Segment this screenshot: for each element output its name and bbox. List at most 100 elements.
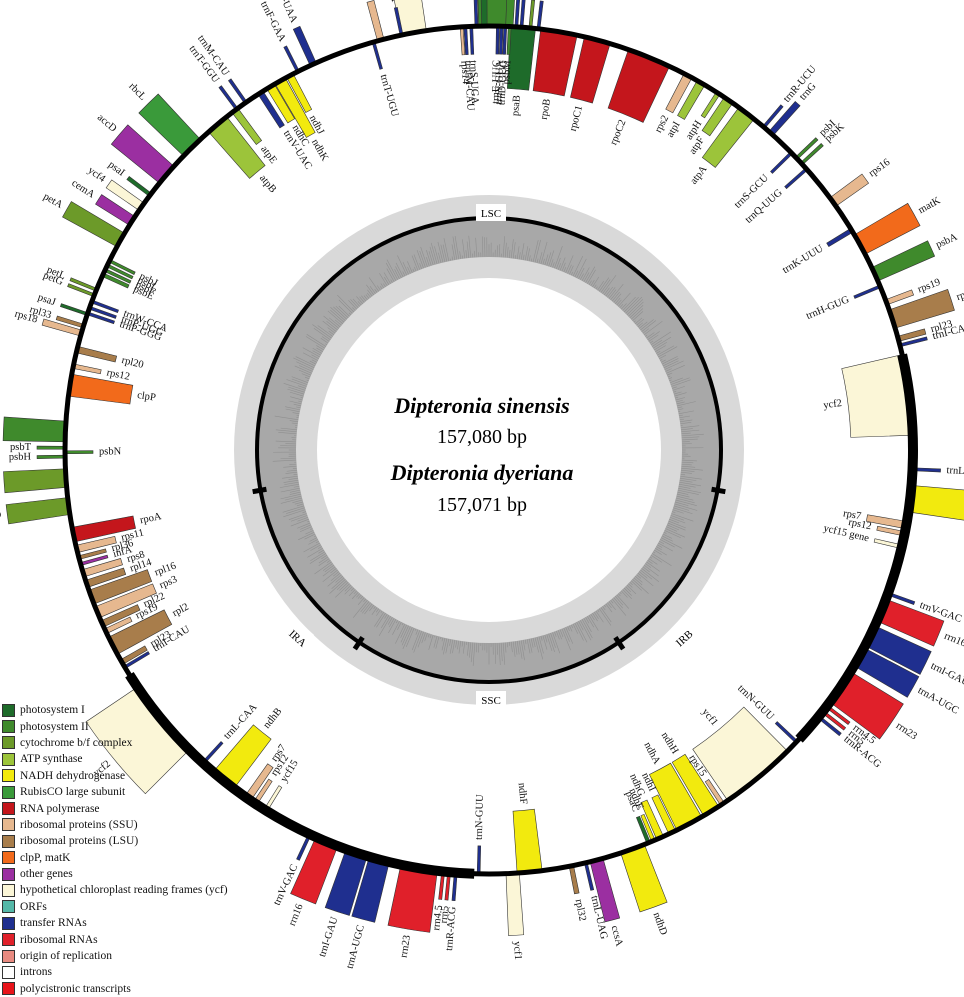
gene-label-rpl2: rpl2 <box>955 287 964 303</box>
legend-item-photosystem-i: photosystem I <box>2 702 302 718</box>
gene-trns-uga <box>470 26 474 54</box>
gene-rpob <box>533 29 577 96</box>
gene-label-trni-gau: trnI-GAU <box>317 915 341 958</box>
legend-item-origin-of-replication: origin of replication <box>2 948 302 964</box>
legend-item-nadh-dehydrogenase: NADH dehydrogenase <box>2 768 302 784</box>
gene-label-rrn23: rrn23 <box>399 934 414 958</box>
gene-label-rrn23: rrn23 <box>894 720 919 742</box>
ssc-label: SSC <box>481 695 501 707</box>
gene-rps16 <box>830 174 869 206</box>
legend-item-hypothetical-chloroplast-reading-frames-ycf: hypothetical chloroplast reading frames … <box>2 882 302 898</box>
center-disc <box>317 278 661 622</box>
legend-item-rubisco-large-subunit: RubisCO large subunit <box>2 784 302 800</box>
legend-item-polycistronic-transcripts: polycistronic transcripts <box>2 981 302 997</box>
gene-label-ndhk: ndhK <box>309 137 330 163</box>
gene-label-accd: accD <box>95 112 119 135</box>
legend-label: NADH dehydrogenase <box>20 770 125 782</box>
gene-trnf-gaa <box>284 46 299 72</box>
gene-label-rps16: rps16 <box>867 157 892 180</box>
legend-item-clpp-matk: clpP, matK <box>2 850 302 866</box>
gene-trny-gua <box>499 26 503 54</box>
legend-item-transfer-rnas: transfer RNAs <box>2 915 302 931</box>
legend-swatch <box>2 900 15 913</box>
gene-label-psbh: psbH <box>9 452 32 463</box>
gene-rpl20 <box>76 346 116 362</box>
legend: photosystem I photosystem II cytochrome b/… <box>2 702 302 997</box>
legend-item-cytochrome-b-f-complex: cytochrome b/f complex <box>2 735 302 751</box>
gene-psbc <box>487 0 508 26</box>
gene-petd <box>6 498 70 524</box>
legend-label: transfer RNAs <box>20 917 87 929</box>
gene-label-matk: matK <box>917 195 943 216</box>
gene-label-rpl32: rpl32 <box>573 898 588 922</box>
gene-ndhf <box>513 809 542 873</box>
legend-swatch <box>2 982 15 995</box>
gene-rps4 <box>367 0 384 40</box>
gene-label-psbn: psbN <box>99 446 122 457</box>
gene-label-rps7: rps7 <box>842 508 862 522</box>
gene-label-trnh-gug: trnH-GUG <box>805 294 852 322</box>
gene-psbb <box>3 417 66 442</box>
gene-label-rpob: rpoB <box>539 98 553 121</box>
gene-label-ycf4: ycf4 <box>86 165 108 185</box>
gene-trng-ucc <box>474 0 478 26</box>
legend-swatch <box>2 753 15 766</box>
gene-rps7 <box>866 515 907 529</box>
legend-item-introns: introns <box>2 964 302 980</box>
gene-trnc-gca <box>537 1 543 29</box>
gene-psaj <box>60 304 88 316</box>
gene-label-ycf1: ycf1 <box>699 707 719 728</box>
legend-label: hypothetical chloroplast reading frames … <box>20 884 228 896</box>
legend-label: cytochrome b/f complex <box>20 737 132 749</box>
gene-label-rpoc1: rpoC1 <box>568 104 585 132</box>
gene-label-rpoa: rpoA <box>139 511 163 526</box>
gene-label-trni-gau: trnI-GAU <box>929 661 964 689</box>
legend-item-other-genes: other genes <box>2 866 302 882</box>
legend-label: photosystem II <box>20 721 89 733</box>
legend-label: photosystem I <box>20 704 85 716</box>
species-1-name: Dipteronia sinensis <box>393 393 569 418</box>
legend-label: ORFs <box>20 901 47 913</box>
gene-label-rbcl: rbcL <box>126 81 148 103</box>
legend-swatch <box>2 868 15 881</box>
species-1-length: 157,080 bp <box>437 426 527 448</box>
gene-ndhd <box>621 844 667 911</box>
gene-rpl32 <box>569 865 579 893</box>
legend-swatch <box>2 933 15 946</box>
gene-label-psab: psaB <box>510 95 523 117</box>
gene-label-psai: psaI <box>106 159 127 179</box>
legend-swatch <box>2 950 15 963</box>
gene-trnk-uuu <box>827 228 853 246</box>
gene-matk <box>854 203 920 254</box>
legend-item-rna-polymerase: RNA polymerase <box>2 800 302 816</box>
gene-label-atpb: atpB <box>257 173 278 195</box>
gene-label-psba: psbA <box>934 232 959 251</box>
gene-label-cema: cemA <box>69 178 96 201</box>
region-boundary-tick <box>712 489 726 491</box>
gene-label-rpoc2: rpoC2 <box>608 118 628 146</box>
legend-swatch <box>2 835 15 848</box>
gene-trnd-guc <box>503 26 507 54</box>
legend-swatch <box>2 802 15 815</box>
species-2-length: 157,071 bp <box>437 494 527 516</box>
legend-label: ATP synthase <box>20 753 83 765</box>
legend-swatch <box>2 704 15 717</box>
gene-rpoc1 <box>570 37 610 103</box>
gene-label-ycf2: ycf2 <box>823 398 843 411</box>
gene-label-ndhh: ndhH <box>659 730 681 756</box>
gene-label-trnl-caa: trnL-CAA <box>946 465 964 478</box>
legend-label: introns <box>20 966 52 978</box>
legend-label: RubisCO large subunit <box>20 786 125 798</box>
gene-label-petd: petD <box>0 509 2 523</box>
gc-content-ring <box>234 195 744 705</box>
legend-swatch <box>2 884 15 897</box>
gene-trnt-ugu <box>372 42 382 70</box>
gene-label-trnr-acg: trnR-ACG <box>444 906 458 951</box>
legend-swatch <box>2 786 15 799</box>
gene-label-ndha: ndhA <box>641 741 662 767</box>
legend-label: ribosomal proteins (LSU) <box>20 835 138 847</box>
gene-label-trna-ugc: trnA-UGC <box>916 685 961 717</box>
gene-label-clpp: clpP <box>136 390 156 404</box>
gene-atpa <box>702 107 754 167</box>
gene-psba <box>872 241 935 281</box>
